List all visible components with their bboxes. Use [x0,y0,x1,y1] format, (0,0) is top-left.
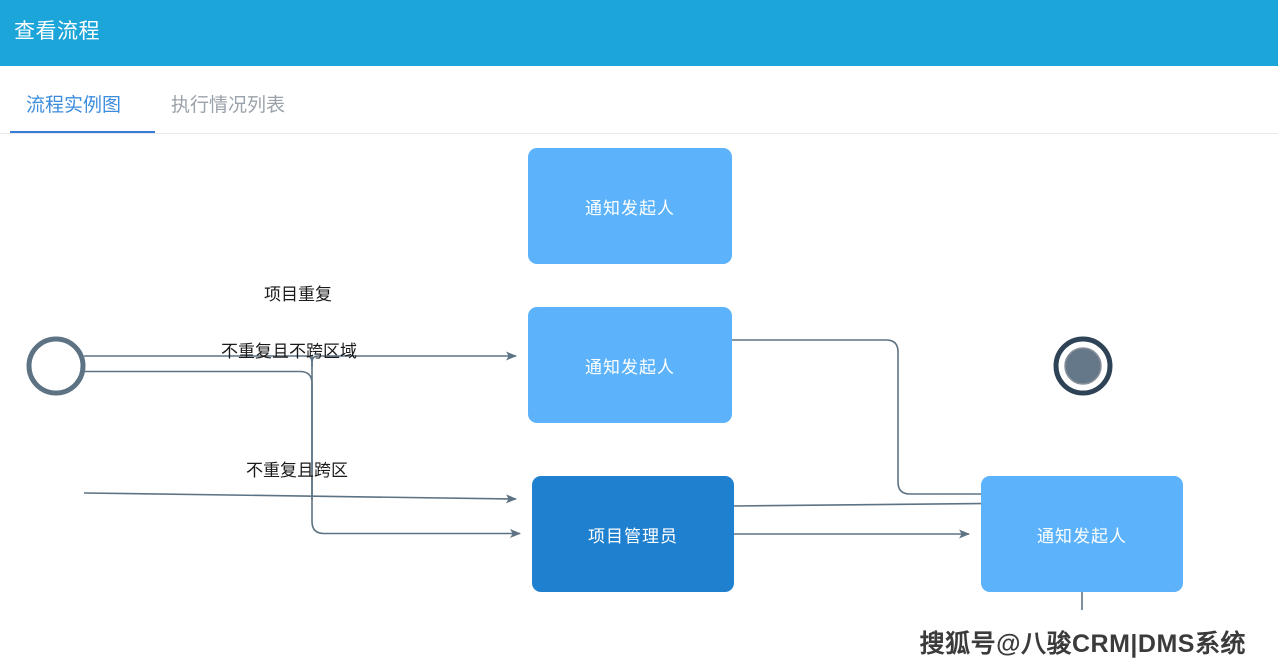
edge-label-project-duplicate: 项目重复 [264,285,332,304]
task-node-notify-initiator-2[interactable]: 通知发起人 [528,307,732,423]
edge-start-to-notify2 [83,492,517,504]
task-node-label: 通知发起人 [585,198,675,218]
diagram-edges-layer [26,336,1113,610]
tab-active-underline [10,131,155,134]
task-node-label: 通知发起人 [585,357,675,377]
task-node-label: 通知发起人 [1037,526,1127,546]
page-title: 查看流程 [14,20,100,43]
task-node-label: 项目管理员 [588,526,678,546]
edge-label-no-duplicate-no-cross-region: 不重复且不跨区域 [221,342,357,361]
edge-start-to-project-admin [84,370,521,538]
task-node-notify-initiator-3[interactable]: 通知发起人 [981,476,1183,592]
tab-execution-list[interactable]: 执行情况列表 [171,95,286,116]
app-header: 查看流程 [0,0,1278,66]
start-event-icon[interactable] [26,336,86,396]
end-event-icon[interactable] [1053,336,1113,396]
process-diagram-canvas[interactable]: 通知发起人 通知发起人 项目管理员 通知发起人 项目重复 不重复且不跨区域 不重… [0,134,1278,668]
task-node-notify-initiator-1[interactable]: 通知发起人 [528,148,732,264]
edge-label-no-duplicate-cross-region: 不重复且跨区 [246,461,348,480]
task-node-project-admin[interactable]: 项目管理员 [532,476,734,592]
tab-process-instance-diagram[interactable]: 流程实例图 [26,95,122,116]
content-divider [0,133,1278,134]
edge-notify1-to-end [732,339,1041,499]
tab-bar: 流程实例图 执行情况列表 [0,66,1278,136]
watermark-text: 搜狐号@八骏CRM|DMS系统 [919,630,1246,658]
